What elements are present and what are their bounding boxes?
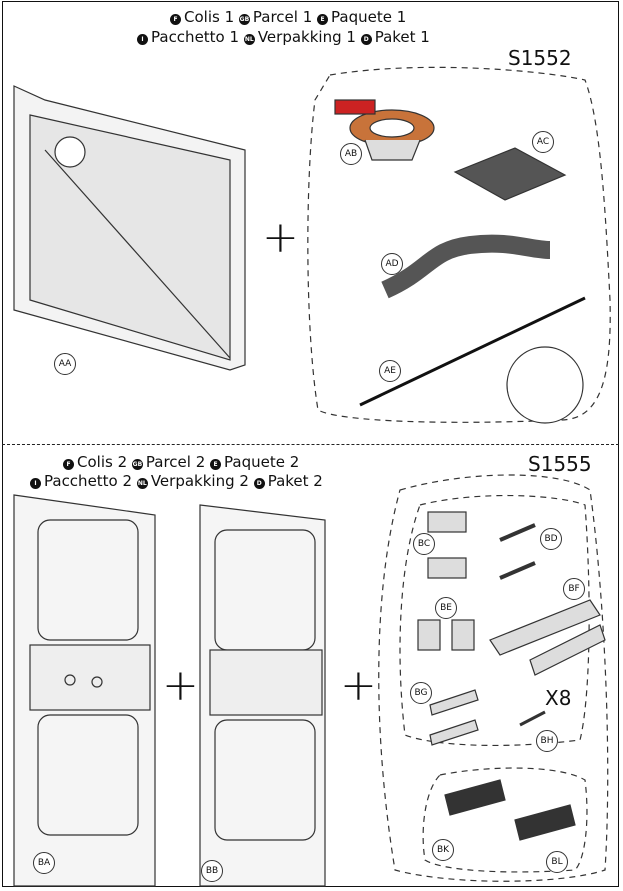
- flag-gb-icon: GB: [131, 459, 143, 470]
- drain-drawing: [334, 99, 435, 161]
- part-label-bh: BH: [536, 730, 558, 752]
- parcel-divider: [2, 444, 619, 445]
- verpakking-label: Verpakking 2: [150, 472, 249, 490]
- part-label-bc: BC: [413, 533, 435, 555]
- flag-nl-icon: NL: [243, 34, 255, 45]
- part-label-be: BE: [435, 597, 457, 619]
- plus-sign: +: [340, 660, 377, 711]
- colis-label: Colis 2: [77, 453, 128, 471]
- wall-panel-bb-drawing: [199, 504, 326, 887]
- grate-drawing: [453, 147, 567, 201]
- paket-label: Paket 2: [267, 472, 323, 490]
- part-label-ae: AE: [379, 360, 401, 382]
- flag-f-icon: F: [170, 14, 181, 25]
- paket-label: Paket 1: [374, 28, 430, 46]
- shower-tray-drawing: [13, 85, 246, 371]
- flag-i-icon: I: [137, 34, 148, 45]
- flag-f-icon: F: [63, 459, 74, 470]
- part-label-ab: AB: [340, 143, 362, 165]
- flag-e-icon: E: [210, 459, 222, 470]
- flag-d-icon: D: [360, 34, 372, 45]
- small-parts-drawings: [417, 511, 606, 841]
- part-label-bk: BK: [432, 839, 454, 861]
- paquete-label: Paquete 1: [331, 8, 407, 26]
- hose-drawing: [381, 234, 551, 299]
- part-label-bg: BG: [410, 682, 432, 704]
- flag-d-icon: D: [253, 478, 265, 489]
- colis-label: Colis 1: [184, 8, 235, 26]
- flag-nl-icon: NL: [136, 478, 148, 489]
- plus-sign: +: [162, 660, 199, 711]
- parcel1-code: S1552: [508, 46, 572, 70]
- wall-panel-ba-drawing: [13, 494, 156, 887]
- part-label-ad: AD: [381, 253, 403, 275]
- verpakking-label: Verpakking 1: [257, 28, 356, 46]
- flag-gb-icon: GB: [238, 14, 250, 25]
- part-label-ac: AC: [532, 131, 554, 153]
- flag-e-icon: E: [317, 14, 329, 25]
- quantity-x8: X8: [545, 686, 572, 710]
- pacchetto-label: Pacchetto 2: [44, 472, 133, 490]
- part-label-ba: BA: [33, 852, 55, 874]
- part-label-bl: BL: [546, 851, 568, 873]
- part-label-bd: BD: [540, 528, 562, 550]
- part-label-bf: BF: [563, 578, 585, 600]
- pacchetto-label: Pacchetto 1: [151, 28, 240, 46]
- profile-drawing: [359, 296, 586, 407]
- parcel2-code: S1555: [528, 452, 592, 476]
- parcel-label: Parcel 2: [145, 453, 206, 471]
- part-label-bb: BB: [201, 860, 223, 882]
- plus-sign: +: [262, 212, 299, 263]
- flag-i-icon: I: [30, 478, 41, 489]
- part-label-aa: AA: [54, 353, 76, 375]
- parcel-label: Parcel 1: [252, 8, 313, 26]
- paquete-label: Paquete 2: [224, 453, 300, 471]
